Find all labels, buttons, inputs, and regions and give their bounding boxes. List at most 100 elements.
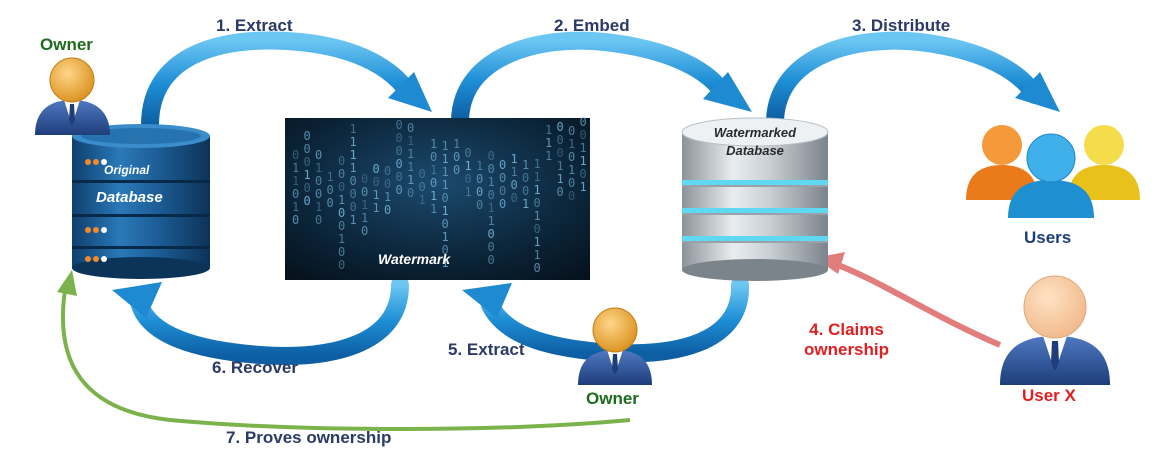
matrix-digit: 1	[476, 159, 483, 173]
matrix-digit: 0	[580, 128, 587, 142]
arc-recover-bottom	[112, 276, 409, 365]
matrix-digit: 0	[350, 200, 357, 214]
arc-distribute-top	[766, 31, 1060, 129]
matrix-digit: 0	[442, 217, 449, 231]
matrix-digit: 0	[384, 177, 391, 191]
matrix-digit: 0	[488, 162, 495, 176]
matrix-digit: 0	[568, 176, 575, 190]
matrix-digit: 1	[350, 122, 357, 136]
matrix-digit: 0	[292, 187, 299, 201]
matrix-digit: 1	[442, 230, 449, 244]
owner-bottom-icon	[578, 307, 652, 385]
step-5-extract-label: 5. Extract	[448, 340, 525, 359]
matrix-digit: 0	[557, 146, 564, 160]
matrix-digit: 1	[373, 201, 380, 215]
matrix-digit: 1	[350, 135, 357, 149]
matrix-digit: 1	[534, 170, 541, 184]
matrix-digit: 0	[580, 115, 587, 129]
matrix-digit: 1	[304, 168, 311, 182]
step-3-distribute-label: 3. Distribute	[852, 16, 951, 35]
matrix-digit: 0	[488, 188, 495, 202]
step-4-line-2: ownership	[804, 340, 890, 359]
matrix-digit: 0	[499, 197, 506, 211]
arc-embed-top	[451, 31, 752, 129]
matrix-digit: 0	[292, 213, 299, 227]
matrix-digit: 1	[557, 172, 564, 186]
matrix-digit: 0	[522, 171, 529, 185]
matrix-digit: 0	[534, 196, 541, 210]
matrix-digit: 0	[465, 172, 472, 186]
matrix-digit: 1	[442, 165, 449, 179]
matrix-digit: 0	[338, 258, 345, 272]
matrix-digit: 1	[534, 183, 541, 197]
matrix-digit: 0	[430, 150, 437, 164]
owner-top-label: Owner	[40, 35, 93, 54]
matrix-digit: 1	[534, 235, 541, 249]
matrix-digit: 1	[557, 159, 564, 173]
matrix-digit: 0	[304, 142, 311, 156]
matrix-digit: 1	[534, 157, 541, 171]
matrix-digit: 1	[338, 193, 345, 207]
matrix-digit: 0	[361, 224, 368, 238]
matrix-digit: 1	[488, 201, 495, 215]
matrix-digit: 0	[373, 175, 380, 189]
watermark-label: Watermark	[378, 251, 451, 267]
matrix-digit: 0	[396, 131, 403, 145]
step-1-extract-label: 1. Extract	[216, 16, 293, 35]
matrix-digit: 0	[430, 176, 437, 190]
matrix-digit: 1	[465, 185, 472, 199]
step-6-recover-label: 6. Recover	[212, 358, 298, 377]
matrix-digit: 0	[476, 172, 483, 186]
matrix-digit: 1	[545, 123, 552, 137]
original-db-label-2: Database	[96, 189, 163, 206]
matrix-digit: 1	[350, 161, 357, 175]
step-7-proves-label: 7. Proves ownership	[226, 428, 392, 447]
matrix-digit: 0	[534, 261, 541, 275]
matrix-digit: 1	[430, 163, 437, 177]
matrix-digit: 1	[511, 152, 518, 166]
users-group-icon	[966, 125, 1140, 218]
watermarked-database-icon	[681, 117, 829, 281]
matrix-digit: 1	[361, 198, 368, 212]
matrix-digit: 0	[488, 227, 495, 241]
matrix-digit: 0	[522, 184, 529, 198]
matrix-digit: 0	[338, 154, 345, 168]
matrix-digit: 0	[338, 180, 345, 194]
matrix-digit: 0	[499, 158, 506, 172]
matrix-digit: 1	[488, 175, 495, 189]
matrix-digit: 1	[407, 160, 414, 174]
matrix-digit: 0	[315, 148, 322, 162]
matrix-digit: 0	[396, 183, 403, 197]
matrix-digit: 0	[557, 133, 564, 147]
matrix-digit: 1	[580, 141, 587, 155]
matrix-digit: 0	[568, 150, 575, 164]
step-4-claims-label: 4. Claims ownership	[804, 320, 889, 360]
user-x-label: User X	[1022, 386, 1076, 405]
matrix-digit: 0	[315, 213, 322, 227]
matrix-digit: 0	[499, 184, 506, 198]
matrix-digit: 1	[568, 137, 575, 151]
matrix-digit: 0	[304, 181, 311, 195]
matrix-digit: 1	[350, 148, 357, 162]
matrix-digit: 0	[407, 186, 414, 200]
matrix-digit: 0	[442, 243, 449, 257]
matrix-digit: 0	[384, 164, 391, 178]
matrix-digit: 1	[534, 248, 541, 262]
matrix-digit: 1	[350, 213, 357, 227]
matrix-digit: 1	[419, 193, 426, 207]
matrix-digit: 1	[407, 147, 414, 161]
matrix-digit: 0	[476, 198, 483, 212]
matrix-digit: 0	[407, 121, 414, 135]
watermark-matrix-image: 0110100001000100101000001001001111000100…	[285, 115, 590, 280]
user-x-icon	[1000, 275, 1110, 385]
matrix-digit: 0	[396, 144, 403, 158]
matrix-digit: 0	[396, 118, 403, 132]
matrix-digit: 1	[534, 209, 541, 223]
users-label: Users	[1024, 228, 1072, 247]
matrix-digit: 0	[511, 178, 518, 192]
matrix-digit: 1	[522, 197, 529, 211]
matrix-digit: 0	[327, 183, 334, 197]
matrix-digit: 0	[465, 146, 472, 160]
matrix-digit: 1	[442, 256, 449, 270]
